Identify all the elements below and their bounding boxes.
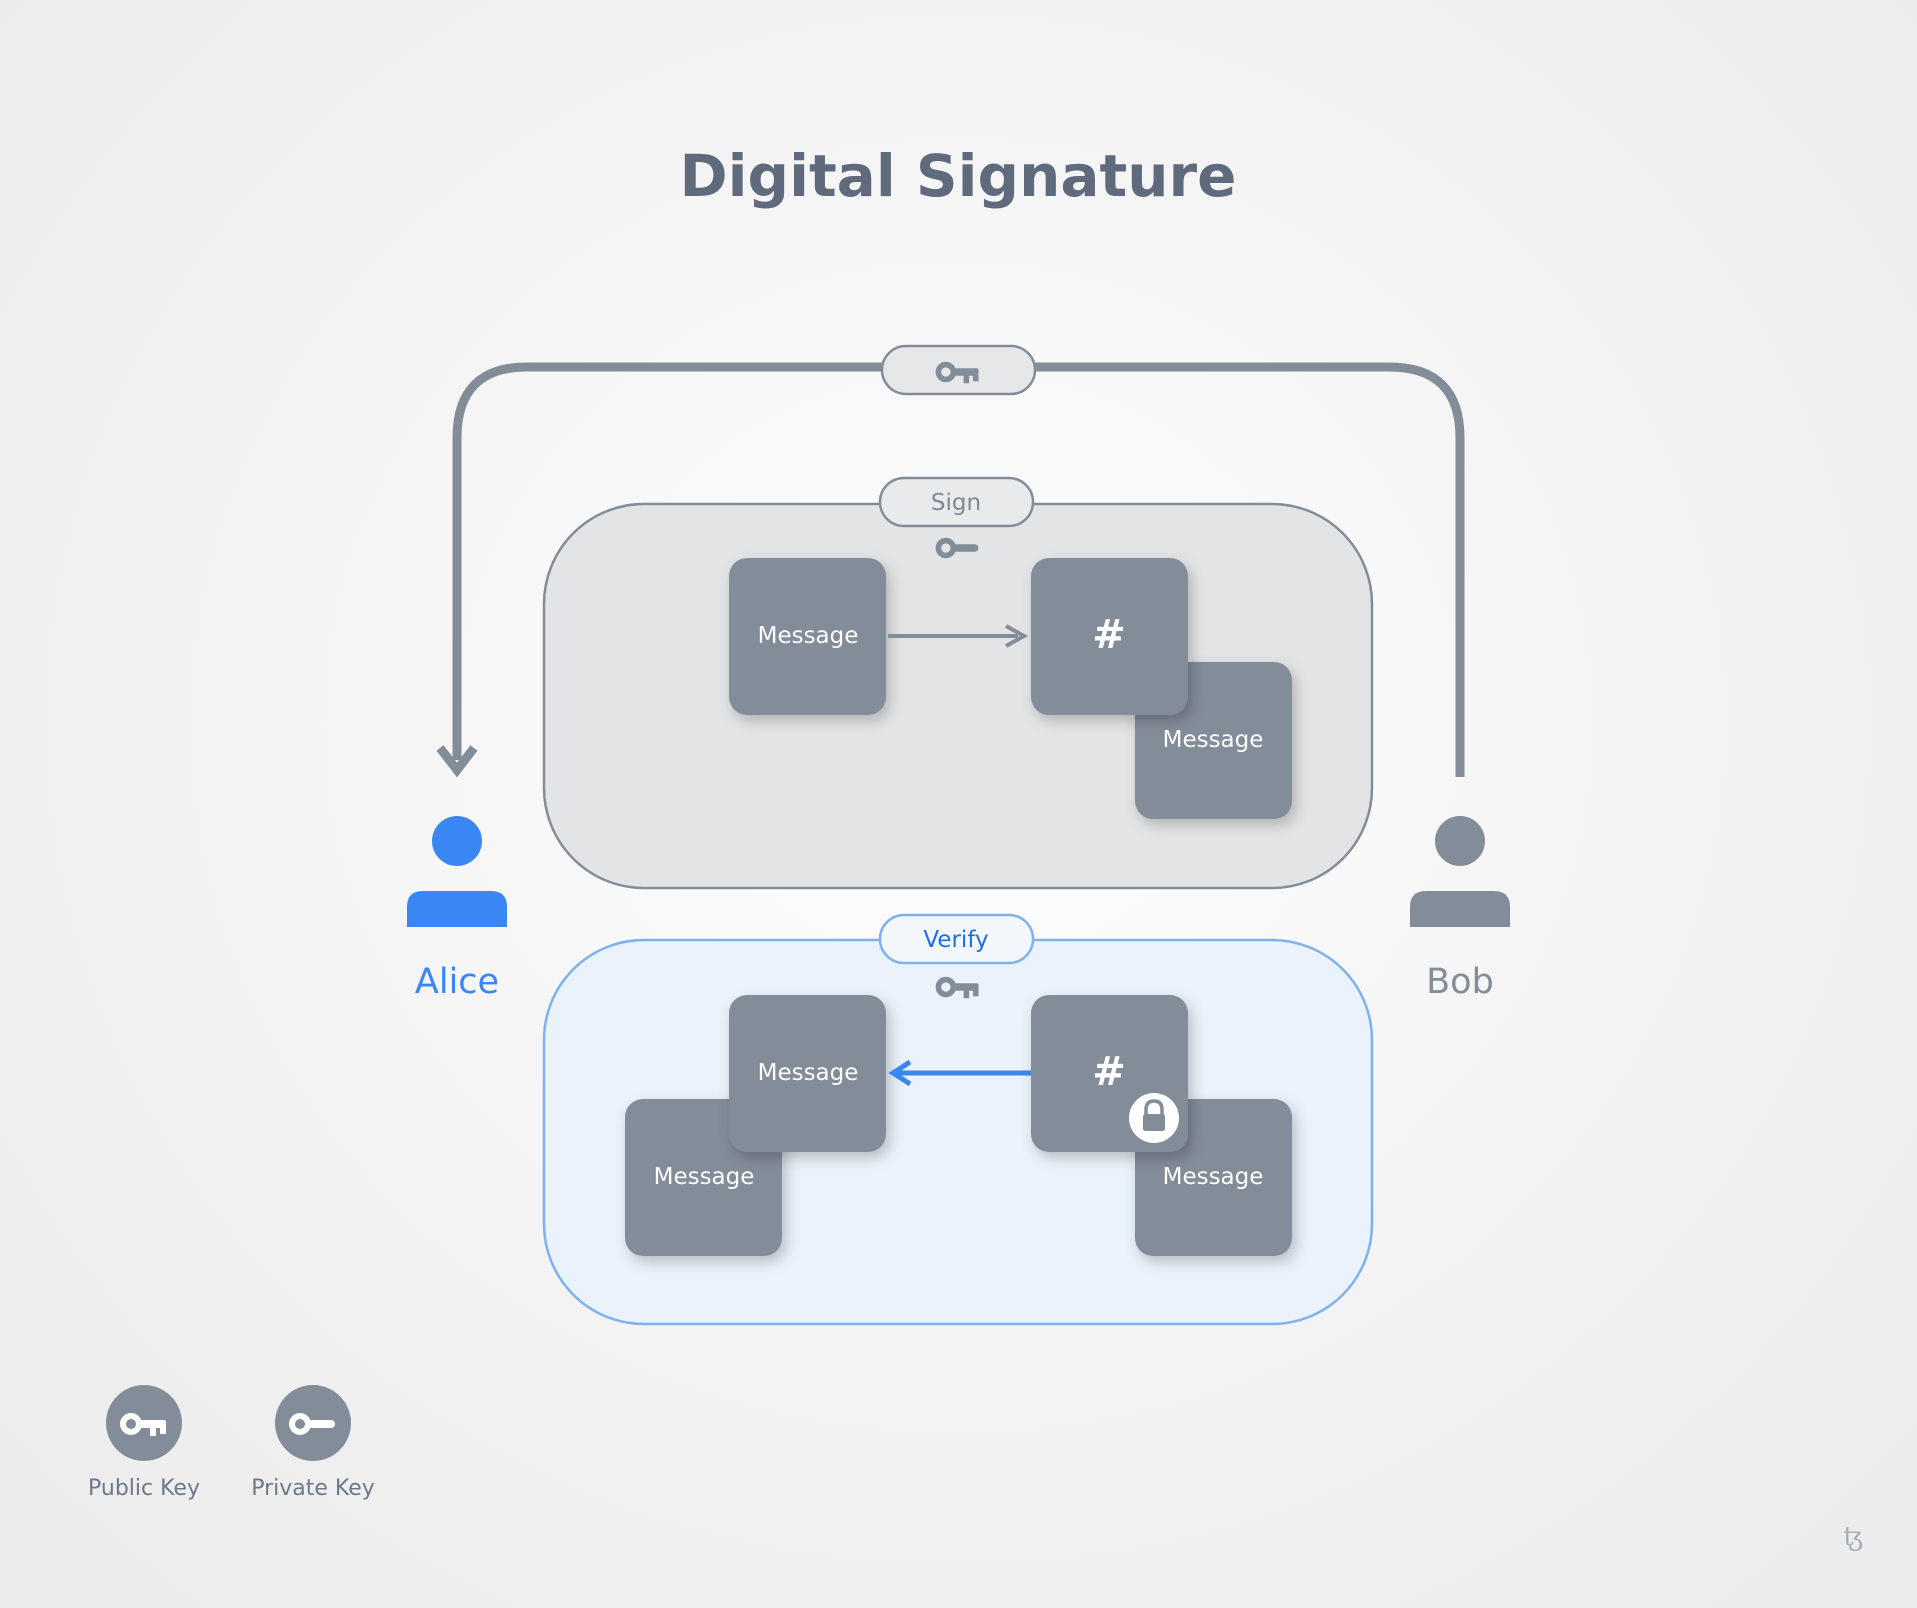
verify-back-message-label: Message xyxy=(654,1164,755,1190)
sign-pill: Sign xyxy=(878,476,1035,528)
public-key-pill xyxy=(880,344,1037,396)
sign-message-label: Message xyxy=(758,623,859,649)
legend-private-key-label: Private Key xyxy=(251,1476,375,1501)
alice-person-icon xyxy=(407,816,507,927)
hash-arrow-head xyxy=(1005,624,1029,648)
brand-logo: ꜩ xyxy=(1843,1522,1863,1552)
legend-public-key-label: Public Key xyxy=(88,1476,200,1501)
verify-pill: Verify xyxy=(878,913,1035,965)
legend-public-key: Public Key xyxy=(88,1385,200,1501)
sign-message-card xyxy=(729,558,886,715)
legend-private-key: Private Key xyxy=(251,1385,375,1501)
page-title: Digital Signature xyxy=(680,142,1237,210)
sign-hash-card xyxy=(1031,558,1188,715)
verify-front-message-card xyxy=(729,995,886,1152)
sign-label: Sign xyxy=(931,490,981,516)
sign-hash-label: # xyxy=(1092,612,1126,658)
verify-signed-message-label: Message xyxy=(1163,1164,1264,1190)
lock-icon xyxy=(1129,1093,1179,1143)
bob-label: Bob xyxy=(1426,962,1494,1002)
signed-message-label: Message xyxy=(1163,727,1264,753)
arrow-head-to-alice xyxy=(436,745,478,778)
verify-front-message-label: Message xyxy=(758,1060,859,1086)
bob-person-icon xyxy=(1410,816,1510,927)
verify-arrow-head xyxy=(888,1059,912,1087)
verify-hash-label: # xyxy=(1092,1049,1126,1095)
alice-label: Alice xyxy=(415,962,499,1002)
verify-label: Verify xyxy=(923,927,988,953)
